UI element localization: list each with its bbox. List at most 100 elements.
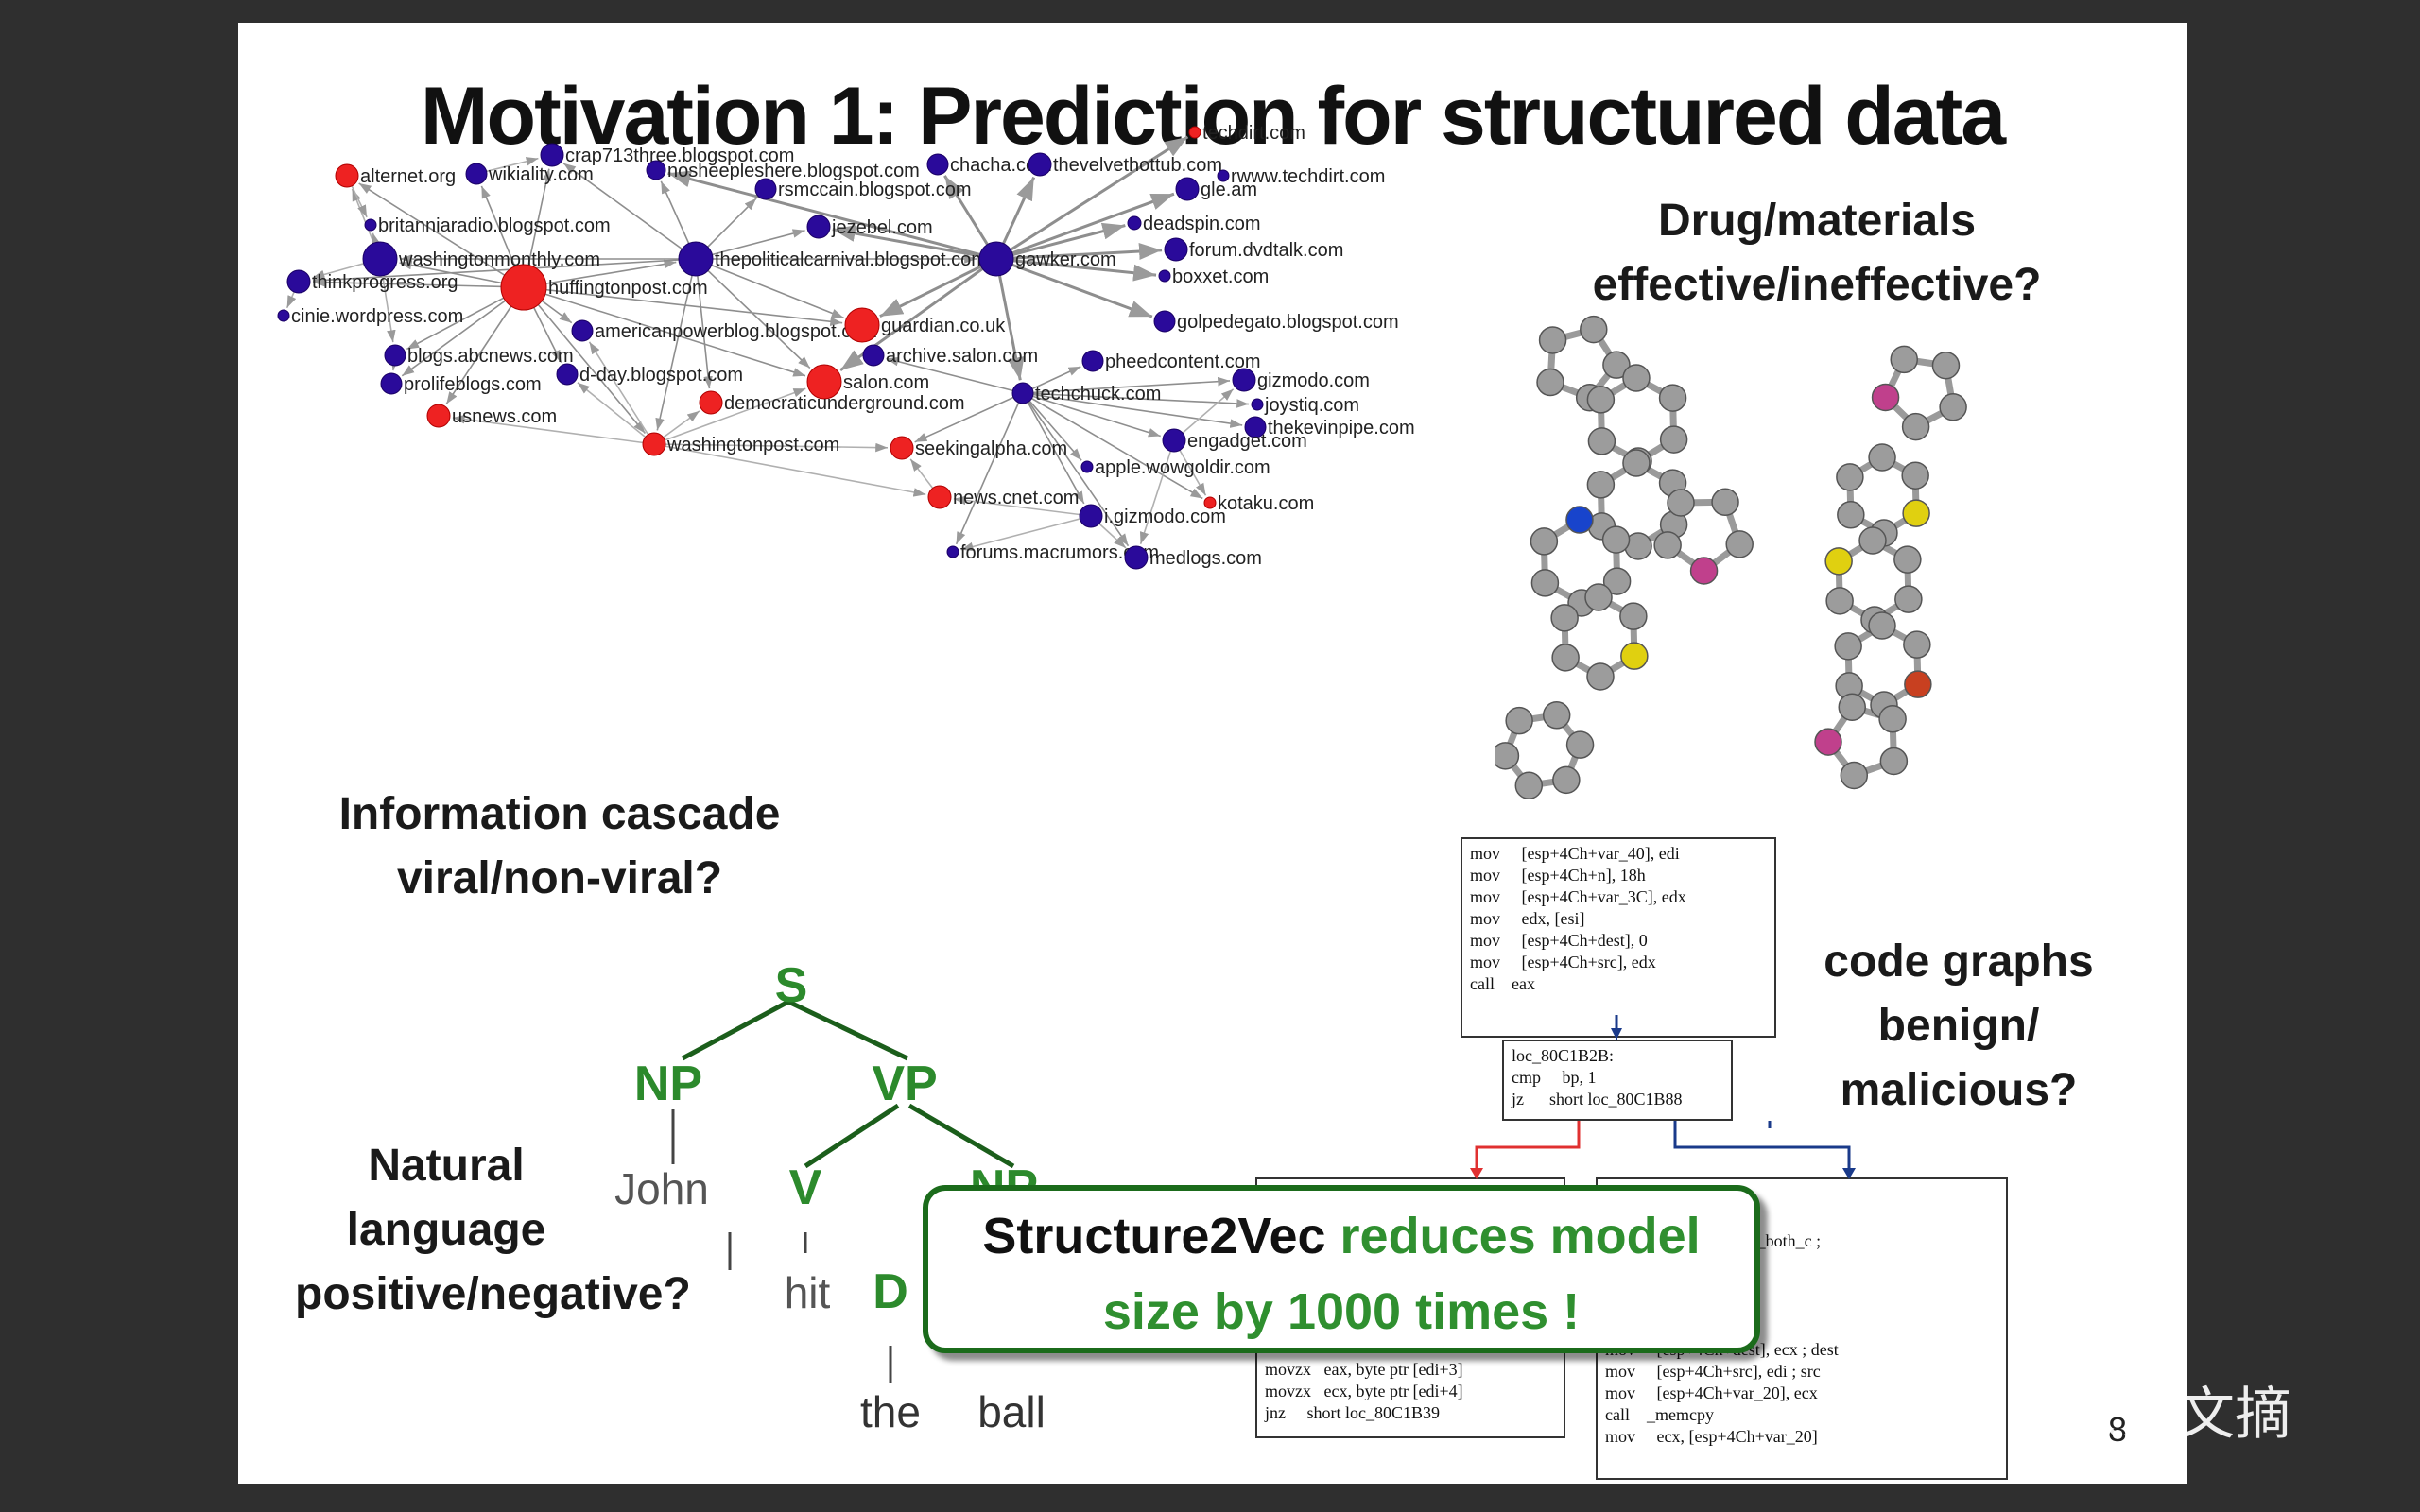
- molecule-atom: [1667, 489, 1695, 517]
- network-node-label: washingtonmonthly.com: [398, 249, 600, 270]
- network-edge: [653, 443, 926, 497]
- watermark-text: 大数据文摘: [2008, 1382, 2291, 1448]
- molecule-atom: [1586, 386, 1616, 414]
- network-edge: [914, 392, 1024, 443]
- molecule-atom: [1824, 547, 1853, 576]
- molecule-atom: [1620, 642, 1649, 670]
- molecule-atom: [1530, 569, 1560, 597]
- molecule-atom: [1658, 384, 1687, 412]
- molecule-atom: [1893, 545, 1922, 574]
- network-node-label: i.gizmodo.com: [1104, 507, 1226, 527]
- molecule-atom: [1622, 449, 1651, 477]
- network-node-label: prolifeblogs.com: [404, 374, 542, 395]
- network-node: [556, 363, 579, 386]
- molecule-atom: [1689, 557, 1719, 585]
- network-node: [1028, 152, 1052, 177]
- molecule-atom: [1879, 747, 1909, 776]
- network-node-label: britanniaradio.blogspot.com: [378, 215, 611, 236]
- molecule-atom: [1602, 351, 1631, 379]
- network-edge: [695, 258, 811, 369]
- network-edge: [1022, 376, 1231, 394]
- tree-word-john: John: [614, 1164, 709, 1213]
- network-edge: [1022, 392, 1082, 461]
- network-edge: [995, 257, 1153, 318]
- molecule-atom: [1586, 471, 1616, 499]
- network-node-label: gizmodo.com: [1257, 370, 1370, 391]
- network-edge: [401, 286, 525, 377]
- network-node: [1203, 496, 1217, 509]
- drug-label: Drug/materials effective/ineffective?: [1592, 196, 2042, 310]
- network-node-label: thinkprogress.org: [312, 272, 458, 293]
- network-node-label: deadspin.com: [1143, 214, 1261, 234]
- network-edge: [1022, 392, 1243, 428]
- network-edge: [1022, 392, 1130, 547]
- tree-word-ball: ball: [977, 1387, 1046, 1436]
- network-edge: [588, 341, 655, 445]
- molecule-atom: [1505, 706, 1533, 735]
- network-node: [927, 485, 952, 509]
- molecule-atom: [1580, 315, 1608, 344]
- network-node: [754, 178, 777, 200]
- page-number: 8: [2108, 1410, 2128, 1449]
- network-edge: [695, 258, 844, 318]
- tree-node-d: D: [873, 1264, 908, 1319]
- tree-word-the: the: [860, 1387, 921, 1436]
- network-node-label: medlogs.com: [1150, 548, 1262, 569]
- network-node-label: cinie.wordpress.com: [291, 306, 463, 327]
- network-edge: [695, 258, 713, 389]
- tree-word-hit: hit: [785, 1268, 831, 1317]
- network-edge: [1022, 392, 1085, 505]
- network-edge: [995, 192, 1175, 261]
- network-node-label: techchuck.com: [1035, 384, 1161, 404]
- network-node-label: chacha.com: [950, 155, 1052, 176]
- slide: Motivation 1: Prediction for structured …: [238, 23, 2187, 1484]
- network-node-label: techdirt.com: [1202, 123, 1305, 144]
- code-graph-label: code graphs benign/ malicious?: [1824, 936, 2094, 1115]
- network-node-label: democraticunderground.com: [724, 393, 965, 414]
- tree-node-s: S: [775, 958, 808, 1013]
- network-node-label: d-day.blogspot.com: [579, 365, 743, 386]
- network-edge: [995, 135, 1189, 261]
- cascade-label: Information cascade viral/non-viral?: [338, 789, 781, 903]
- network-node: [286, 269, 311, 294]
- network-edge: [653, 442, 889, 453]
- network-node: [946, 545, 959, 558]
- network-node: [890, 436, 914, 460]
- molecule-atom: [1904, 670, 1932, 698]
- network-edge: [523, 286, 806, 377]
- molecule-atom: [1901, 461, 1929, 490]
- network-node: [1081, 350, 1104, 372]
- natural-language-label: Natural language positive/negative?: [295, 1141, 691, 1319]
- molecule-atom: [1653, 531, 1682, 559]
- network-node-label: forums.macrumors.com: [960, 542, 1159, 563]
- network-node: [1127, 215, 1142, 231]
- molecule-atom: [1725, 530, 1754, 558]
- network-node: [806, 215, 831, 239]
- molecule-atom: [1903, 630, 1931, 659]
- molecule-atom: [1711, 488, 1739, 517]
- molecule-atom: [1890, 345, 1919, 374]
- molecule-atom: [1871, 383, 1900, 412]
- network-node: [1162, 428, 1186, 453]
- network-node: [844, 307, 880, 343]
- code-graph-edges: [1577, 1015, 1772, 1128]
- slide-title: Motivation 1: Prediction for structured …: [420, 71, 2006, 162]
- callout-model-name: Structure2Vec: [982, 1208, 1326, 1264]
- code-branch-lines: [1470, 1121, 1856, 1179]
- network-node-label: usnews.com: [452, 406, 557, 427]
- network-edge: [312, 277, 525, 288]
- network-edge: [953, 495, 1092, 517]
- network-edge: [562, 163, 697, 260]
- network-node-label: kotaku.com: [1218, 493, 1314, 514]
- network-node-label: engadget.com: [1187, 431, 1307, 452]
- network-node: [426, 404, 451, 428]
- watermark: 大数据文摘: [1930, 1368, 2291, 1451]
- network-edge: [960, 515, 1092, 552]
- network-edge: [995, 257, 1157, 282]
- network-node: [862, 344, 885, 367]
- network-node: [646, 160, 666, 180]
- network-node: [926, 153, 949, 176]
- network-node-label: pheedcontent.com: [1105, 352, 1261, 372]
- callout-text-2: size by 1000 times !: [1102, 1283, 1581, 1340]
- network-node: [1251, 398, 1264, 411]
